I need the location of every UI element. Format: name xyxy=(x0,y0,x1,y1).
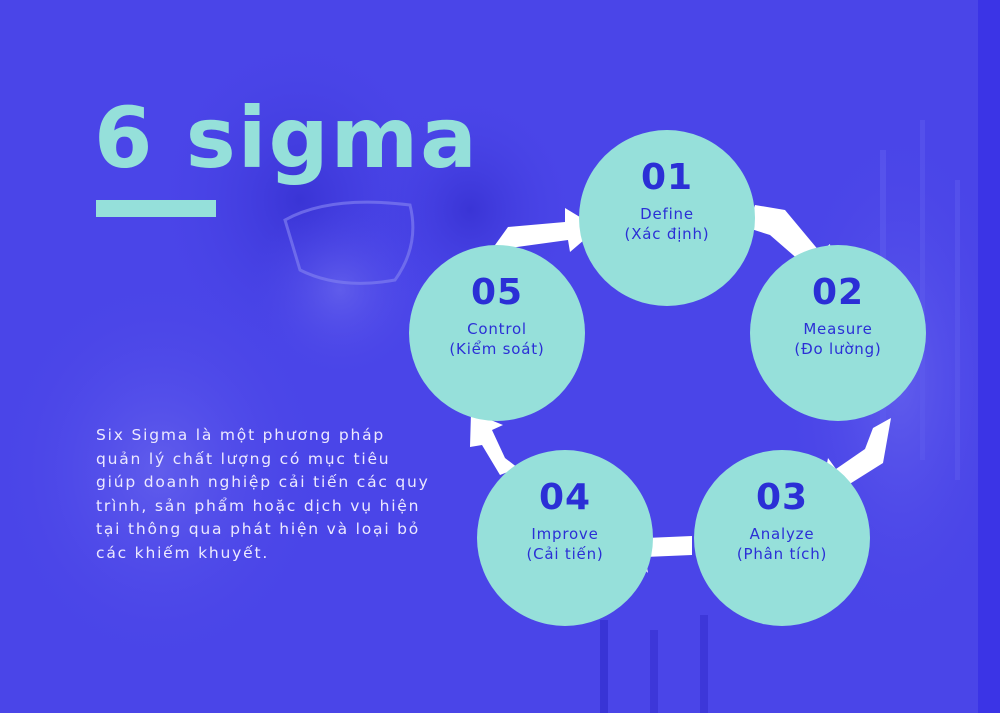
step-improve: 04 Improve (Cải tiến) xyxy=(477,450,653,626)
arrow-right-icon xyxy=(490,208,598,252)
right-edge-strip xyxy=(978,0,1000,713)
step-label: Measure xyxy=(803,320,873,338)
step-label: Improve xyxy=(531,525,599,543)
step-label: Control xyxy=(467,320,527,338)
arrow-up-icon xyxy=(470,412,518,475)
step-number: 03 xyxy=(755,477,809,518)
step-measure: 02 Measure (Đo lường) xyxy=(750,245,926,421)
step-label: Analyze xyxy=(749,525,815,543)
step-number: 05 xyxy=(470,272,524,313)
step-control: 05 Control (Kiểm soát) xyxy=(409,245,585,421)
step-label: Define xyxy=(640,205,694,223)
step-analyze: 03 Analyze (Phân tích) xyxy=(694,450,870,626)
step-sublabel: (Cải tiến) xyxy=(526,545,604,563)
page-title: 6 sigma xyxy=(94,89,479,187)
step-define: 01 Define (Xác định) xyxy=(579,130,755,306)
step-number: 02 xyxy=(811,272,865,313)
step-sublabel: (Xác định) xyxy=(624,225,710,243)
step-sublabel: (Kiểm soát) xyxy=(449,340,545,358)
description-text: Six Sigma là một phương pháp quản lý chấ… xyxy=(96,426,430,562)
step-number: 04 xyxy=(538,477,592,518)
step-sublabel: (Phân tích) xyxy=(736,545,828,563)
step-number: 01 xyxy=(640,157,694,198)
step-sublabel: (Đo lường) xyxy=(794,340,882,358)
title-underline xyxy=(96,200,216,217)
